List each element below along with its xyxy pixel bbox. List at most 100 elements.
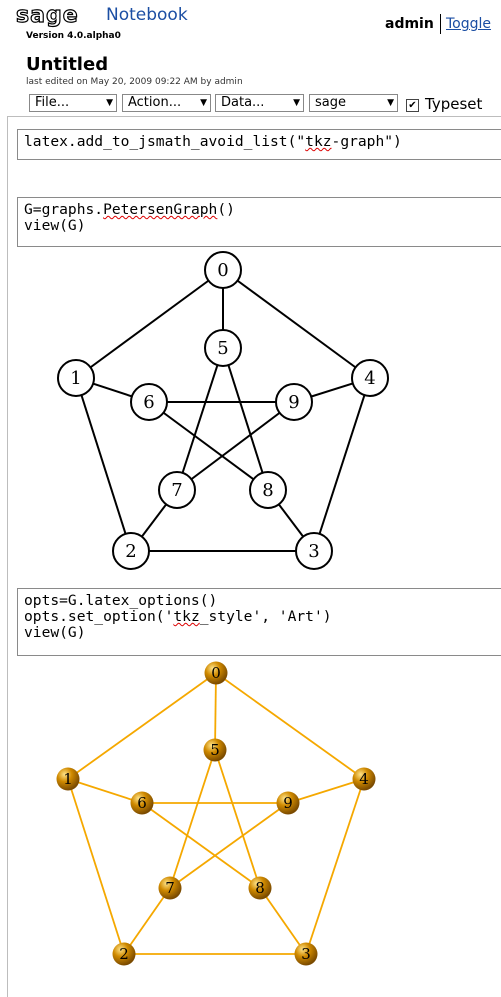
graph-vertex-label: 1 — [70, 368, 81, 389]
graph-edge — [67, 778, 125, 955]
worksheet-title[interactable]: Untitled — [26, 54, 109, 75]
file-menu[interactable]: File... ▼ — [29, 94, 117, 112]
code-text: opts.set_option(' — [24, 608, 174, 625]
graph-vertex — [158, 876, 182, 900]
graph-vertex — [203, 738, 227, 762]
graph-vertex — [158, 471, 196, 509]
action-menu[interactable]: Action... ▼ — [122, 94, 211, 112]
data-menu[interactable]: Data... ▼ — [215, 94, 304, 112]
graph-edge — [222, 347, 269, 491]
graph-vertex — [57, 359, 95, 397]
code-line: G=graphs.PetersenGraph() — [24, 202, 501, 218]
graph-edge — [222, 269, 371, 379]
graph-vertex — [130, 383, 168, 421]
graph-edge — [75, 377, 132, 552]
code-text: _style', 'Art') — [199, 608, 332, 625]
graph-vertex-label: 6 — [143, 392, 154, 413]
graph-vertex-label: 7 — [165, 879, 175, 897]
graph-vertex-label: 6 — [137, 794, 147, 812]
graph-vertex — [352, 767, 376, 791]
code-text: view(G) — [24, 624, 86, 641]
graph-vertex-label: 7 — [171, 480, 182, 501]
worksheet-area — [7, 116, 501, 997]
graph-vertex-label: 0 — [211, 664, 221, 682]
graph-edge — [75, 269, 224, 379]
graph-vertex-label: 0 — [217, 260, 228, 281]
code-line: latex.add_to_jsmath_avoid_list("tkz-grap… — [24, 134, 501, 150]
graph-edge — [287, 778, 365, 804]
action-menu-label: Action... — [128, 95, 182, 110]
code-text: opts=G.latex_options() — [24, 592, 218, 609]
graph-vertex-label: 5 — [217, 338, 228, 359]
system-select-label: sage — [315, 95, 346, 110]
code-line: opts.set_option('tkz_style', 'Art') — [24, 609, 501, 625]
code-text: latex.add_to_jsmath_avoid_list(" — [24, 133, 306, 150]
graph-edge — [305, 778, 365, 955]
code-text: () — [217, 201, 235, 218]
graph-vertex — [204, 661, 228, 685]
graph-vertex — [112, 942, 136, 966]
graph-edge — [169, 749, 216, 889]
code-text: -graph") — [331, 133, 402, 150]
graph-vertex — [249, 471, 287, 509]
data-menu-label: Data... — [221, 95, 265, 110]
graph-edge — [313, 377, 371, 552]
spellcheck-word: PetersenGraph — [103, 201, 218, 218]
graph-vertex-label: 2 — [125, 541, 136, 562]
code-cell[interactable]: latex.add_to_jsmath_avoid_list("tkz-grap… — [17, 129, 501, 160]
code-line: view(G) — [24, 625, 501, 641]
graph-edge — [176, 347, 224, 491]
graph-vertex — [204, 329, 242, 367]
graph-edge — [169, 802, 289, 889]
graph-vertex-label: 2 — [119, 945, 129, 963]
graph-vertex-label: 4 — [359, 770, 369, 788]
graph-edge — [141, 802, 261, 889]
separator — [440, 14, 441, 34]
code-cell[interactable]: G=graphs.PetersenGraph()view(G) — [17, 197, 501, 247]
graph-vertex — [204, 251, 242, 289]
graph-edge — [123, 887, 171, 955]
last-edited: last edited on May 20, 2009 09:22 AM by … — [26, 77, 243, 87]
graph-vertex — [56, 767, 80, 791]
graph-vertex — [276, 791, 300, 815]
graph-edge — [214, 672, 217, 751]
graph-vertex — [130, 791, 154, 815]
typeset-label: Typeset — [425, 95, 483, 113]
graph-vertex — [112, 532, 150, 570]
code-text: view(G) — [24, 217, 86, 234]
typeset-checkbox[interactable]: ✔ — [406, 99, 419, 112]
graph-vertex-label: 3 — [308, 541, 319, 562]
code-line: opts=G.latex_options() — [24, 593, 501, 609]
graph-edge — [215, 672, 365, 780]
spellcheck-word: tkz — [173, 608, 200, 625]
version-label: Version 4.0.alpha0 — [26, 31, 121, 41]
code-line: view(G) — [24, 218, 501, 234]
graph-edge — [176, 401, 295, 491]
sage-logo-text: sage — [16, 4, 79, 28]
graph-edge — [148, 401, 269, 491]
graph-vertex — [295, 532, 333, 570]
file-menu-label: File... — [35, 95, 70, 110]
typeset-toggle[interactable]: ✔ Typeset — [406, 95, 482, 113]
graph-vertex-label: 3 — [301, 945, 311, 963]
graph-vertex-label: 8 — [262, 480, 273, 501]
graph-vertex — [275, 383, 313, 421]
graph-vertex — [248, 876, 272, 900]
graph-edge — [67, 778, 143, 804]
graph-vertex-label: 1 — [63, 770, 73, 788]
username: admin — [385, 16, 434, 32]
graph-vertex-label: 9 — [288, 392, 299, 413]
graph-vertex — [351, 359, 389, 397]
petersen-graph-art-output: 0 1 2 3 4 5 6 7 8 9 — [56, 661, 376, 966]
toggle-link[interactable]: Toggle — [446, 16, 492, 32]
dropdown-arrow-icon: ▼ — [200, 98, 207, 108]
graph-vertex-label: 5 — [210, 741, 220, 759]
dropdown-arrow-icon: ▼ — [106, 98, 113, 108]
graph-vertex-label: 8 — [255, 879, 265, 897]
system-select[interactable]: sage ▼ — [309, 94, 398, 112]
dropdown-arrow-icon: ▼ — [387, 98, 394, 108]
graph-vertex-label: 9 — [283, 794, 293, 812]
code-cell[interactable]: opts=G.latex_options()opts.set_option('t… — [17, 588, 501, 656]
dropdown-arrow-icon: ▼ — [293, 98, 300, 108]
